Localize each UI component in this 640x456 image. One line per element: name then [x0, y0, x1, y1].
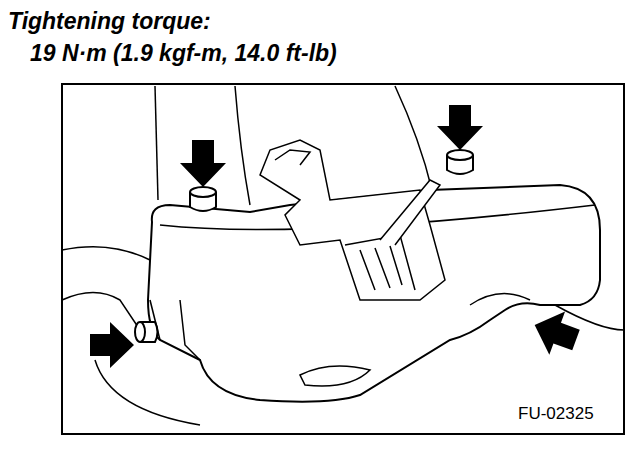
clip — [380, 180, 440, 245]
bolt-head — [190, 187, 216, 197]
frame-line — [235, 86, 250, 205]
frame-line — [155, 86, 158, 200]
cover-flange — [180, 300, 200, 360]
torque-heading: Tightening torque: — [8, 8, 211, 34]
torque-value: 19 N·m (1.9 kgf-m, 14.0 ft-lb) — [30, 40, 337, 66]
bolt — [135, 322, 158, 342]
frame-line — [395, 86, 432, 190]
bolt-head — [447, 150, 473, 160]
bracket-ribs — [275, 150, 310, 165]
cover-hole — [300, 366, 370, 386]
body-edge — [95, 360, 200, 425]
background-lines — [62, 86, 624, 425]
bracket — [260, 140, 445, 300]
pointer-arrow — [527, 303, 584, 361]
figure-number: FU-02325 — [516, 404, 596, 424]
pointer-arrow — [437, 105, 483, 150]
body-edge — [62, 293, 140, 331]
cover-notch — [470, 294, 530, 305]
bolt — [447, 150, 473, 174]
bolt — [190, 187, 216, 211]
body-edge — [62, 247, 150, 260]
pointer-arrows — [90, 105, 584, 368]
bolt-head — [135, 322, 145, 342]
cover-details — [150, 140, 595, 386]
pointer-arrow — [180, 140, 226, 187]
figure-frame — [62, 84, 624, 434]
bracket-ribs — [360, 246, 402, 290]
pointer-arrow — [90, 322, 134, 368]
bracket-ribs — [345, 235, 415, 290]
